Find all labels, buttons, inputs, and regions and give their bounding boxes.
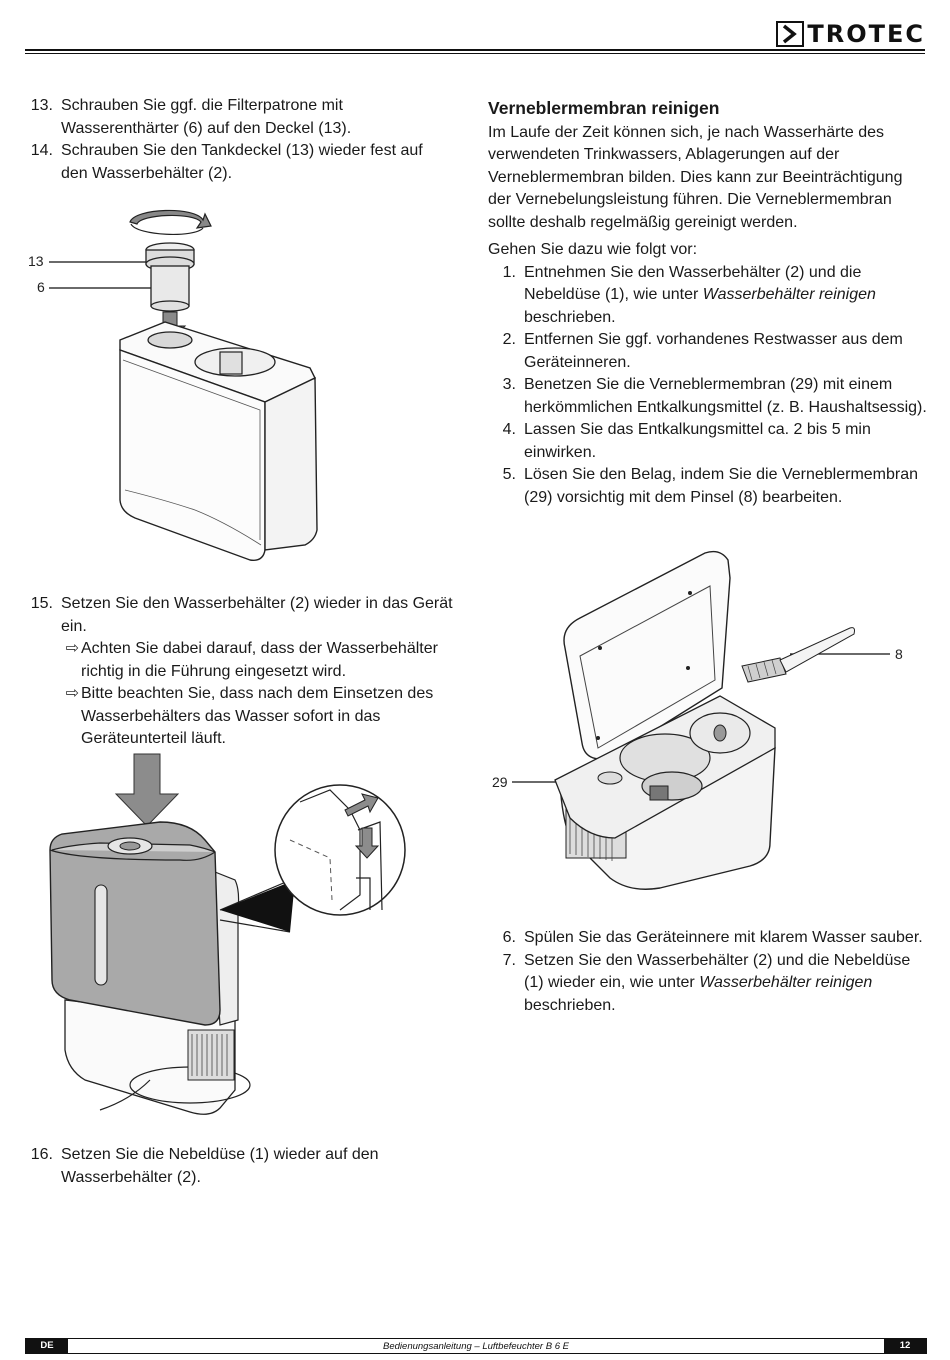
figure-insert-tank	[40, 750, 460, 1130]
list-item: 3. Benetzen Sie die Verneblermembran (29…	[488, 374, 928, 419]
item-text-post: beschrieben.	[524, 308, 616, 326]
item-text: Spülen Sie das Geräteinnere mit klarem W…	[524, 929, 923, 946]
list-item: 2. Entfernen Sie ggf. vorhandenes Restwa…	[488, 329, 928, 374]
list-item: 15. Setzen Sie den Wasserbehälter (2) wi…	[25, 593, 465, 638]
down-arrow-icon	[354, 827, 380, 859]
item-text: Setzen Sie den Wasserbehälter (2) wieder…	[61, 595, 453, 635]
list-item: 7. Setzen Sie den Wasserbehälter (2) und…	[488, 950, 928, 1018]
footer-language: DE	[26, 1339, 68, 1353]
down-arrow-icon	[114, 753, 180, 827]
tank-illustration	[49, 209, 318, 561]
item-number: 13.	[30, 97, 53, 114]
list-item: 16. Setzen Sie die Nebeldüse (1) wieder …	[25, 1144, 450, 1189]
item-number: 6.	[502, 929, 516, 946]
item-text-pre: Setzen Sie den Wasserbehälter (2) und di…	[524, 951, 911, 992]
right-arrow-icon: ⇨	[65, 685, 79, 702]
left-steps-13-14: 13. Schrauben Sie ggf. die Filterpatrone…	[25, 95, 450, 185]
left-step-16: 16. Setzen Sie die Nebeldüse (1) wieder …	[25, 1144, 450, 1189]
list-item: 6. Spülen Sie das Geräteinnere mit klare…	[488, 927, 928, 950]
right-steps-6-7: 6. Spülen Sie das Geräteinnere mit klare…	[488, 927, 928, 1017]
note-item: ⇨ Bitte beachten Sie, dass nach dem Eins…	[25, 683, 465, 751]
item-text-post: beschrieben.	[524, 996, 616, 1014]
item-number: 15.	[30, 595, 53, 612]
left-step-15: 15. Setzen Sie den Wasserbehälter (2) wi…	[25, 593, 465, 751]
section-heading: Verneblermembran reinigen	[488, 98, 720, 118]
list-item: 14. Schrauben Sie den Tankdeckel (13) wi…	[25, 140, 450, 185]
header-rule-thin	[25, 52, 925, 54]
item-text: Schrauben Sie ggf. die Filterpatrone mit…	[61, 97, 352, 137]
item-text-ref: Wasserbehälter reinigen	[702, 286, 876, 303]
page-header: TROTEC	[25, 14, 925, 54]
brand-wordmark: TROTEC	[807, 20, 925, 48]
up-arrow-icon	[344, 793, 379, 817]
trotec-logo: TROTEC	[776, 20, 925, 48]
figure-tank-cap: 13 6	[25, 200, 325, 570]
item-text: Setzen Sie die Nebeldüse (1) wieder auf …	[61, 1146, 379, 1186]
insert-illustration	[49, 753, 406, 1115]
header-rule	[25, 49, 925, 51]
note-item: ⇨ Achten Sie dabei darauf, dass der Wass…	[25, 638, 465, 683]
item-number: 7.	[502, 951, 516, 969]
intro-paragraph: Im Laufe der Zeit können sich, je nach W…	[488, 123, 903, 231]
item-text: Schrauben Sie den Tankdeckel (13) wieder…	[61, 142, 423, 182]
membrane-illustration	[512, 550, 890, 890]
item-number: 4.	[502, 421, 516, 438]
note-text: Bitte beachten Sie, dass nach dem Einset…	[81, 685, 434, 747]
callout-8: 8	[895, 646, 903, 662]
page-footer: DE Bedienungsanleitung – Luftbefeuchter …	[25, 1338, 927, 1354]
item-text: Lösen Sie den Belag, indem Sie die Verne…	[524, 466, 919, 506]
item-number: 1.	[502, 263, 516, 281]
right-column-text: Verneblermembran reinigen Im Laufe der Z…	[488, 97, 928, 509]
item-number: 5.	[502, 466, 516, 483]
list-item: 5. Lösen Sie den Belag, indem Sie die Ve…	[488, 464, 928, 509]
item-number: 2.	[502, 331, 516, 348]
item-text: Lassen Sie das Entkalkungsmittel ca. 2 b…	[524, 421, 871, 461]
item-number: 16.	[30, 1146, 53, 1163]
item-text-ref: Wasserbehälter reinigen	[699, 974, 873, 991]
item-text: Entfernen Sie ggf. vorhandenes Restwasse…	[524, 331, 903, 371]
callout-29: 29	[492, 774, 508, 790]
list-item: 1. Entnehmen Sie den Wasserbehälter (2) …	[488, 262, 928, 330]
footer-page-number: 12	[884, 1339, 926, 1353]
figure-membrane-cleaning: 8 29	[490, 548, 910, 908]
logo-chevron-icon	[776, 21, 805, 47]
rotate-arrow-icon	[129, 209, 212, 229]
callout-6: 6	[37, 279, 45, 295]
lead-text: Gehen Sie dazu wie folgt vor:	[488, 241, 698, 258]
item-number: 3.	[502, 376, 516, 393]
brush-icon	[741, 627, 855, 683]
right-arrow-icon: ⇨	[65, 640, 79, 657]
list-item: 13. Schrauben Sie ggf. die Filterpatrone…	[25, 95, 450, 140]
note-text: Achten Sie dabei darauf, dass der Wasser…	[81, 640, 438, 680]
footer-doc-title: Bedienungsanleitung – Luftbefeuchter B 6…	[383, 1340, 569, 1352]
item-number: 14.	[30, 142, 53, 159]
list-item: 4. Lassen Sie das Entkalkungsmittel ca. …	[488, 419, 928, 464]
item-text: Benetzen Sie die Verneblermembran (29) m…	[524, 376, 927, 416]
callout-13: 13	[28, 253, 44, 269]
item-text-pre: Entnehmen Sie den Wasserbehälter (2) und…	[524, 263, 862, 304]
